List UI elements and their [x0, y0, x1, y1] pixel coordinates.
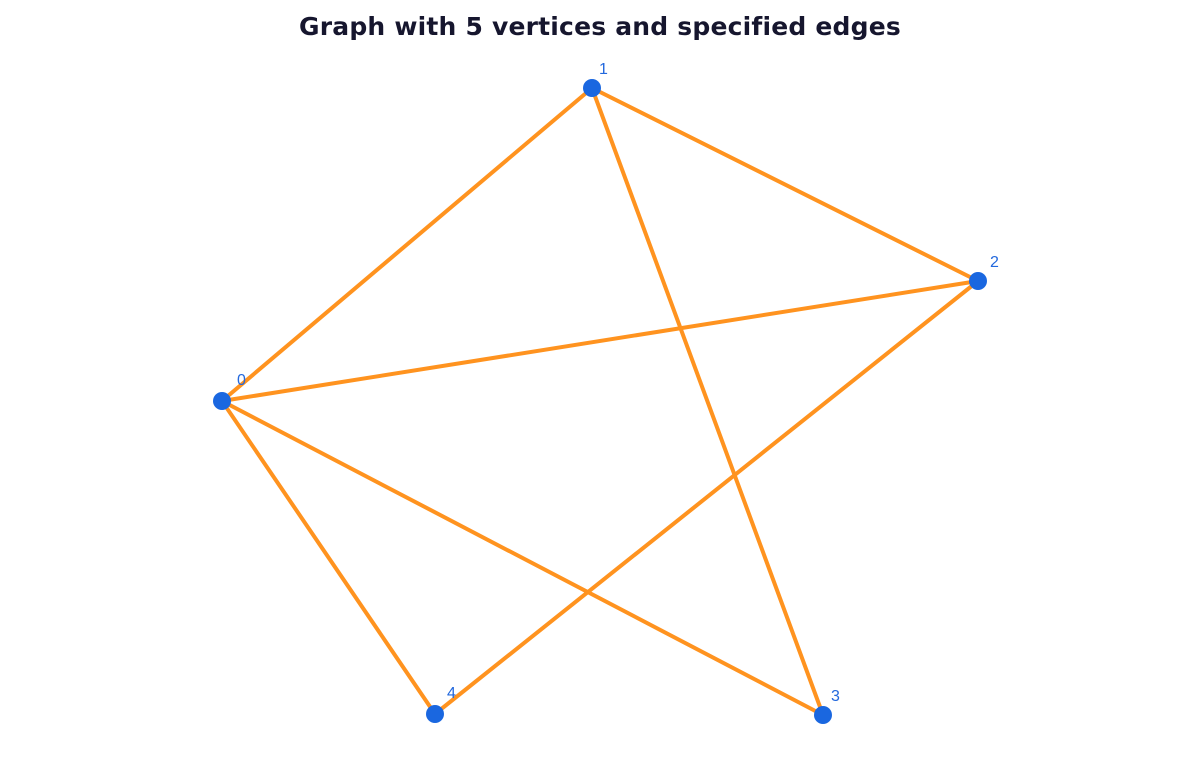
edge-2-4	[433, 279, 980, 716]
vertex-label-0: 0	[237, 372, 246, 389]
edge-0-2	[220, 279, 980, 403]
vertex-0	[213, 392, 231, 410]
edge-0-4	[220, 399, 437, 716]
vertex-label-2: 2	[990, 254, 999, 271]
edge-0-1	[220, 86, 594, 403]
vertex-4	[426, 705, 444, 723]
figure-title: Graph with 5 vertices and specified edge…	[299, 12, 901, 41]
edge-1-3	[590, 86, 825, 717]
edge-0-3	[220, 399, 825, 717]
vertex-label-3: 3	[831, 688, 840, 705]
vertex-3	[814, 706, 832, 724]
vertex-label-1: 1	[599, 61, 608, 78]
edge-1-2	[590, 86, 980, 283]
vertex-2	[969, 272, 987, 290]
vertex-label-4: 4	[447, 685, 456, 702]
vertex-1	[583, 79, 601, 97]
